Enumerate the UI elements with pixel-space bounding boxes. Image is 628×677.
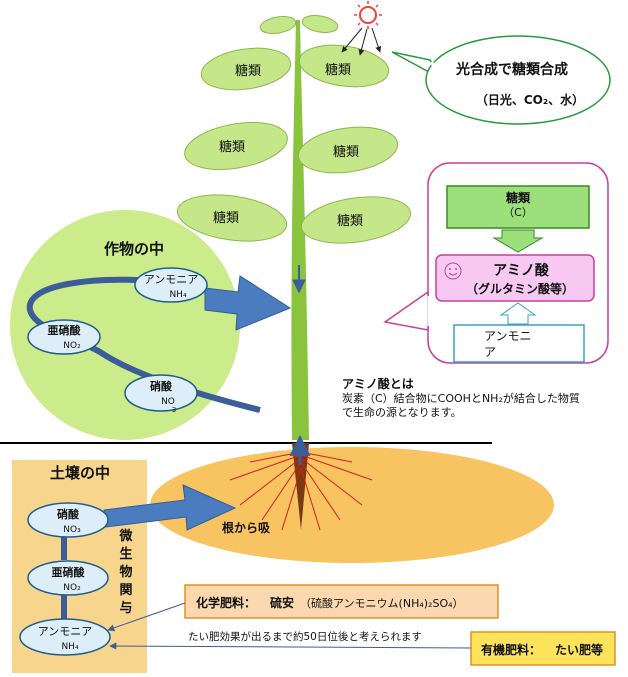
organic-fertilizer-box: 有機肥料： たい肥等	[470, 631, 616, 666]
main-root	[292, 443, 309, 530]
microbe-char: 微	[118, 528, 133, 544]
leaf-upper-left: 糖類	[200, 47, 292, 91]
crop-nitrite-bottom: NO₂	[63, 341, 81, 351]
amino-note-title: アミノ酸とは	[342, 376, 414, 391]
crop-nitrate-top: 硝酸	[150, 379, 173, 393]
sugar-box: 糖類 （C）	[446, 185, 590, 229]
soil-nitrite-top: 亜硝酸	[52, 565, 86, 579]
microbe-char: 関	[119, 583, 132, 598]
soil-ammonia-cell: アンモニア NH₄	[19, 618, 111, 656]
soil-nitrate-top: 硝酸	[57, 507, 80, 521]
leaf-sugar-label: 糖類	[325, 62, 351, 78]
chemical-to-ammonia-arrow	[107, 602, 186, 632]
soil-title: 土壌の中	[50, 464, 110, 482]
leaf-lower-left: 糖類	[176, 194, 288, 242]
amino-acid-title: アミノ酸	[493, 262, 550, 279]
crop-nitrate-cell: 硝酸 NO 3	[124, 374, 198, 414]
microbe-char: 生	[119, 546, 132, 562]
leaf-sugar-label: 糖類	[333, 144, 359, 160]
soil-nitrate-cell: 硝酸 NO₃	[27, 502, 109, 538]
crop-ammonia-bottom: NH₄	[169, 290, 187, 300]
sugar-down-arrow	[492, 229, 544, 253]
crop-nitrate-bottom: NO	[161, 397, 175, 407]
leaf-top-right-small	[301, 15, 339, 33]
plant-stem	[291, 20, 309, 440]
soil-nitrate-bottom: NO₃	[63, 525, 81, 535]
soil-nitrite-bottom: NO₂	[63, 583, 81, 593]
microbe-vertical-label: 微 生 物 関 与	[118, 528, 133, 616]
sugar-box-sub: （C）	[503, 206, 533, 219]
amino-acid-box: アミノ酸 （グルタミン酸等）	[435, 254, 595, 302]
soil-ammonia-top: アンモニア	[38, 625, 93, 638]
compost-delay-note: たい肥効果が出るまで約50日位後と考えられます	[188, 630, 422, 643]
chemical-fertilizer-box: 化学肥料： 硫安 （硫酸アンモニウム(NH₄)₂SO₄）	[184, 584, 499, 619]
amino-note-line1: 炭素（C）結合物にCOOHとNH₂が結合した物質	[342, 391, 580, 405]
leaf-middle-left: 糖類	[184, 122, 288, 170]
sugar-box-title: 糖類	[506, 190, 531, 205]
soil-to-root-arrow	[103, 484, 237, 531]
leaf-middle-right: 糖類	[297, 126, 399, 174]
organic-fertilizer-label: 有機肥料：	[481, 642, 541, 657]
chemical-fertilizer-name: 硫安	[270, 595, 294, 610]
sunlight-arrows	[341, 27, 382, 56]
soil-nitrite-cell: 亜硝酸 NO₂	[27, 560, 109, 596]
amino-note-line2: で生命の源となります。	[342, 405, 462, 419]
crop-to-stem-arrow	[204, 275, 292, 331]
photosynthesis-sub: （日光、CO₂、水）	[476, 92, 584, 107]
root-absorb-label: 根から吸	[222, 520, 271, 535]
ammonia-up-arrow	[499, 302, 537, 325]
organic-to-ammonia-arrow	[109, 642, 472, 650]
leaf-sugar-label: 糖類	[337, 213, 363, 229]
crop-title: 作物の中	[104, 240, 164, 258]
crop-ammonia-top: アンモニア	[144, 273, 199, 286]
crop-ammonia-cell: アンモニア NH₄	[134, 267, 208, 303]
leaf-lower-right: 糖類	[300, 196, 412, 244]
amino-ammonia-top: アンモニ	[484, 329, 532, 343]
sun-icon	[354, 1, 382, 29]
soil-ammonia-bottom: NH₄	[61, 642, 79, 652]
soil-ellipse	[150, 447, 554, 563]
organic-fertilizer-name: たい肥等	[555, 642, 603, 657]
amino-ammonia-bottom: ア	[484, 345, 496, 359]
microbe-char: 与	[119, 601, 132, 616]
smiley-icon	[444, 262, 462, 280]
crop-nitrite-cell: 亜硝酸 NO₂	[27, 319, 101, 355]
leaf-top-left-small	[259, 16, 297, 34]
photosynthesis-bubble: 光合成で糖類合成 （日光、CO₂、水）	[391, 35, 611, 125]
leaf-sugar-label: 糖類	[235, 63, 261, 79]
chemical-fertilizer-label: 化学肥料：	[196, 595, 256, 610]
leaf-upper-right: 糖類	[298, 44, 390, 88]
photosynthesis-title: 光合成で糖類合成	[455, 61, 568, 78]
root-hairs	[229, 451, 373, 531]
crop-nitrate-subscript: 3	[172, 406, 176, 414]
chemical-fertilizer-detail: （硫酸アンモニウム(NH₄)₂SO₄）	[300, 596, 464, 610]
amino-ammonia-box: アンモニ ア	[453, 324, 585, 363]
leaf-sugar-label: 糖類	[219, 139, 245, 155]
microbe-char: 物	[119, 564, 132, 580]
crop-nitrite-top: 亜硝酸	[48, 323, 82, 337]
amino-acid-sub: （グルタミン酸等）	[466, 281, 574, 296]
leaf-sugar-label: 糖類	[213, 210, 239, 226]
